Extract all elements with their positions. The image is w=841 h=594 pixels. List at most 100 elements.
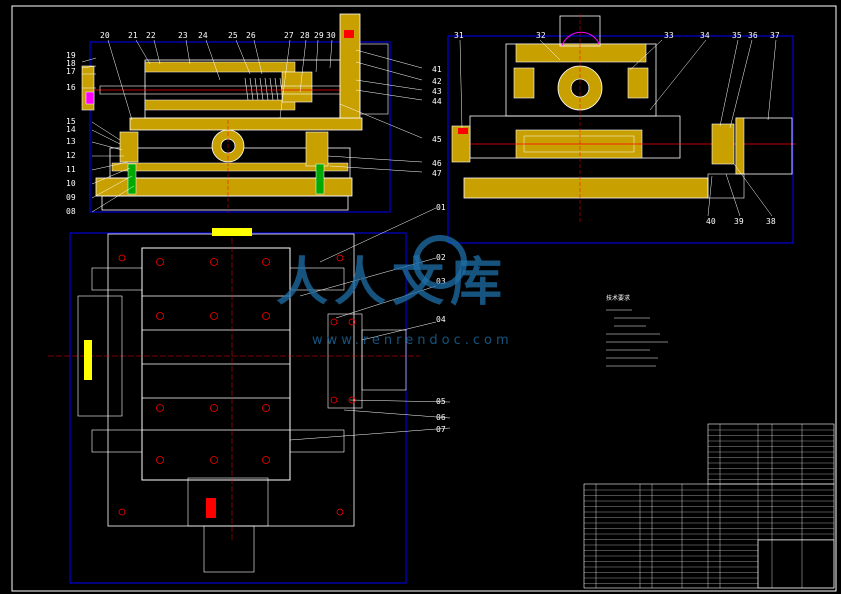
side-base <box>463 177 709 199</box>
side-left-bearing <box>451 125 471 163</box>
part-label-17: 17 <box>66 67 76 76</box>
part-label-31: 31 <box>454 31 464 40</box>
front-view-frame <box>89 41 391 213</box>
plan-view <box>48 228 420 584</box>
part-label-36: 36 <box>748 31 758 40</box>
part-label-33: 33 <box>664 31 674 40</box>
watermark-url: www.renrendoc.com <box>312 333 513 348</box>
plan-bottom-left-rail <box>91 429 143 453</box>
base-foot <box>101 195 349 211</box>
part-label-25: 25 <box>228 31 238 40</box>
part-label-03: 03 <box>436 277 446 286</box>
part-label-26: 26 <box>246 31 256 40</box>
side-motor <box>735 117 793 175</box>
part-label-01: 01 <box>436 203 446 212</box>
side-left-bearing-red <box>458 128 468 134</box>
slide-bottom-rail <box>144 99 296 111</box>
part-label-06: 06 <box>436 413 446 422</box>
plan-right-motor <box>361 329 407 391</box>
bom-table-lower <box>583 483 835 589</box>
motor-red-detail <box>344 30 354 38</box>
lower-left-gear <box>119 131 139 163</box>
gearbox-top-plate <box>515 43 647 63</box>
lower-left-bolt <box>127 163 137 195</box>
part-label-23: 23 <box>178 31 188 40</box>
part-label-39: 39 <box>734 217 744 226</box>
part-label-34: 34 <box>700 31 710 40</box>
part-label-29: 29 <box>314 31 324 40</box>
plan-bottom-motor <box>203 525 255 573</box>
part-label-40: 40 <box>706 217 716 226</box>
part-label-21: 21 <box>128 31 138 40</box>
notes-lines <box>606 309 668 367</box>
part-label-47: 47 <box>432 169 442 178</box>
part-label-13: 13 <box>66 137 76 146</box>
part-label-43: 43 <box>432 87 442 96</box>
part-label-38: 38 <box>766 217 776 226</box>
part-label-37: 37 <box>770 31 780 40</box>
spring-block <box>281 71 313 103</box>
plan-left-block <box>77 295 123 417</box>
spring-coil <box>244 77 284 101</box>
plan-bottom-red <box>206 498 216 518</box>
side-view-frame <box>447 35 794 244</box>
side-right-foot <box>707 173 745 199</box>
part-label-27: 27 <box>284 31 294 40</box>
plan-top-yellow-bar <box>212 228 252 236</box>
part-label-02: 02 <box>436 253 446 262</box>
right-motor-block <box>339 13 361 119</box>
lower-right-bolt <box>315 163 325 195</box>
right-motor-outline <box>359 43 389 115</box>
front-view-leaders <box>81 39 423 213</box>
side-right-bearing <box>711 123 735 165</box>
bom-table-upper <box>707 423 835 485</box>
part-label-19: 19 <box>66 51 76 60</box>
part-label-46: 46 <box>432 159 442 168</box>
part-label-42: 42 <box>432 77 442 86</box>
plan-top-right-rail <box>289 267 345 291</box>
watermark-logo-text: 人人文库 <box>276 253 508 313</box>
watermark-logo-ring <box>413 235 467 289</box>
part-label-14: 14 <box>66 125 76 134</box>
slide-top-rail <box>144 61 296 73</box>
drawing-border <box>11 5 837 592</box>
side-motor-flange <box>735 117 745 175</box>
part-label-44: 44 <box>432 97 442 106</box>
side-view <box>447 14 796 244</box>
bom-rows <box>584 429 834 584</box>
part-label-07: 07 <box>436 425 446 434</box>
part-label-24: 24 <box>198 31 208 40</box>
gearbox-right-lug <box>627 67 649 99</box>
part-label-32: 32 <box>536 31 546 40</box>
technical-notes: 技术要求 <box>606 294 668 367</box>
part-label-12: 12 <box>66 151 76 160</box>
plan-top-left-rail <box>91 267 143 291</box>
part-label-28: 28 <box>300 31 310 40</box>
part-label-20: 20 <box>100 31 110 40</box>
part-label-30: 30 <box>326 31 336 40</box>
side-view-leaders <box>459 39 777 217</box>
front-section-view <box>81 13 391 213</box>
part-label-08: 08 <box>66 207 76 216</box>
plan-right-mount <box>327 313 363 409</box>
notes-heading: 技术要求 <box>606 294 630 302</box>
watermark: 人人文库 www.renrendoc.com <box>276 235 513 348</box>
part-label-05: 05 <box>436 397 446 406</box>
lower-right-gear <box>305 131 329 167</box>
part-label-35: 35 <box>732 31 742 40</box>
plan-left-yellow-bar <box>84 340 92 380</box>
left-handle <box>85 91 95 105</box>
part-label-04: 04 <box>436 315 446 324</box>
part-label-11: 11 <box>66 165 76 174</box>
part-label-22: 22 <box>146 31 156 40</box>
plan-bottom-mount <box>187 477 269 527</box>
part-label-09: 09 <box>66 193 76 202</box>
part-label-15: 15 <box>66 117 76 126</box>
gearbox-arc <box>561 31 601 47</box>
plan-view-leaders <box>289 207 451 441</box>
part-label-41: 41 <box>432 65 442 74</box>
plan-bottom-right-rail <box>289 429 345 453</box>
part-label-18: 18 <box>66 59 76 68</box>
